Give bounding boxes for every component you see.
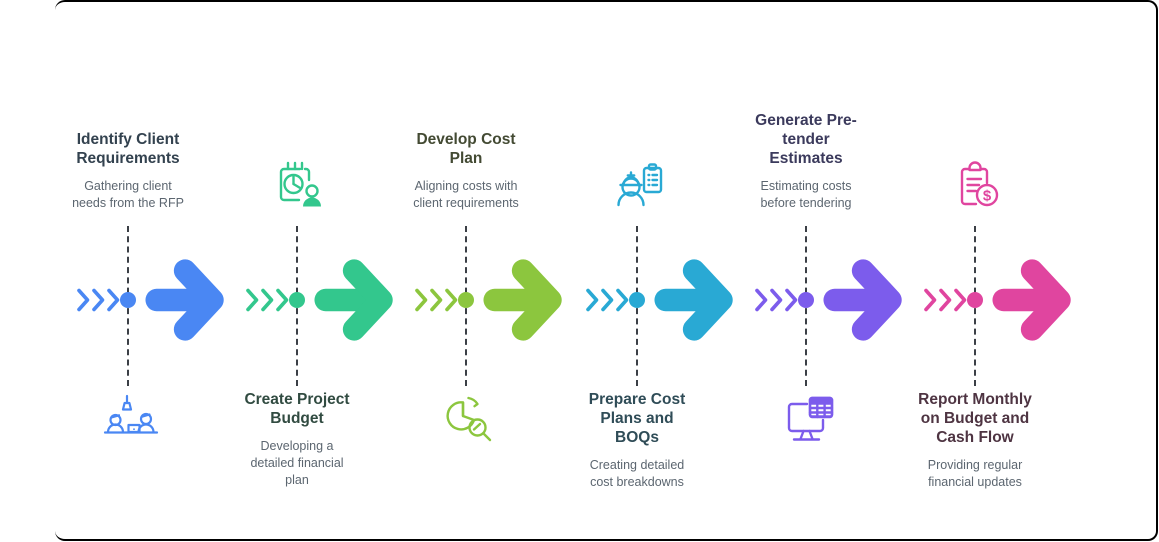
step-subtitle: Estimating costs before tendering <box>760 179 852 210</box>
step-subtitle: Creating detailed cost breakdowns <box>589 458 685 489</box>
calendar-pie-person-icon <box>270 158 330 218</box>
step-subtitle: Gathering client needs from the RFP <box>72 179 184 210</box>
step-subtitle: Providing regular financial updates <box>927 458 1023 489</box>
team-meeting-icon <box>101 391 161 451</box>
step-arrow-icon <box>653 255 743 350</box>
step-arrow-icon <box>313 255 403 350</box>
step-subtitle: Developing a detailed financial plan <box>250 439 344 487</box>
clipboard-dollar-icon: $ <box>948 158 1008 218</box>
step-chevrons-icon <box>585 288 629 317</box>
step-dot <box>289 292 305 308</box>
step-title: Develop Cost Plan <box>416 131 516 167</box>
step-dot <box>120 292 136 308</box>
step-dot <box>967 292 983 308</box>
step-dot <box>629 292 645 308</box>
step-title: Identify Client Requirements <box>76 131 180 167</box>
engineer-checklist-icon <box>610 158 670 218</box>
step-chevrons-icon <box>76 288 120 317</box>
step-dot <box>798 292 814 308</box>
step-subtitle: Aligning costs with client requirements <box>413 179 519 210</box>
step-chevrons-icon <box>245 288 289 317</box>
step-arrow-icon <box>144 255 234 350</box>
step-arrow-icon <box>822 255 912 350</box>
step-arrow-icon <box>991 255 1081 350</box>
step-title: Report Monthly on Budget and Cash Flow <box>918 391 1032 446</box>
pie-chart-magnifier-icon <box>439 391 499 451</box>
step-chevrons-icon <box>923 288 967 317</box>
step-chevrons-icon <box>754 288 798 317</box>
step-arrow-icon <box>482 255 572 350</box>
monitor-spreadsheet-icon <box>779 391 839 451</box>
svg-text:$: $ <box>983 188 992 205</box>
step-dot <box>458 292 474 308</box>
step-chevrons-icon <box>414 288 458 317</box>
step-title: Create Project Budget <box>244 391 350 427</box>
step-title: Prepare Cost Plans and BOQs <box>588 391 686 446</box>
step-title: Generate Pre- tender Estimates <box>755 112 857 167</box>
